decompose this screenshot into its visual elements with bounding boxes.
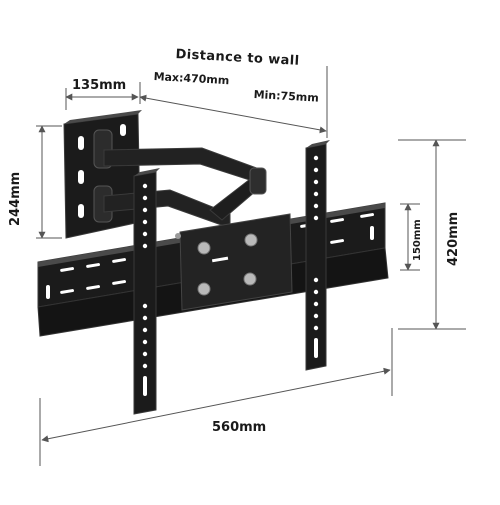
wall-plate [63,110,142,239]
bracket-holes [142,183,148,396]
screw-icon [243,272,257,286]
bracket-holes [313,155,319,358]
vertical-bracket-left [133,168,160,415]
center-slot [211,256,229,263]
vesa-width-label: 560mm [212,420,267,435]
dimension-lines [36,66,466,466]
bracket-inner-height-label: 150mm [412,219,423,261]
screws [175,233,258,296]
screw-icon [244,233,258,247]
wall-plate-height-label: 244mm [8,171,23,226]
distance-to-wall-line [139,94,327,134]
bracket-height-label: 420mm [446,211,461,266]
wall-plate-slot [78,136,84,150]
rail-slots [46,213,375,299]
screw-icon [197,282,211,296]
wall-plate-slot [78,170,84,184]
screw-icon [175,233,181,239]
wall-plate-slot [78,204,84,218]
horizontal-rail [37,202,389,337]
wall-plate-width-label: 135mm [72,78,127,93]
wall-plate-slot [120,124,126,136]
vertical-bracket-right [305,140,330,371]
screw-icon [197,241,211,255]
arm-pivot [249,167,267,195]
vesa-width-line [41,367,391,443]
